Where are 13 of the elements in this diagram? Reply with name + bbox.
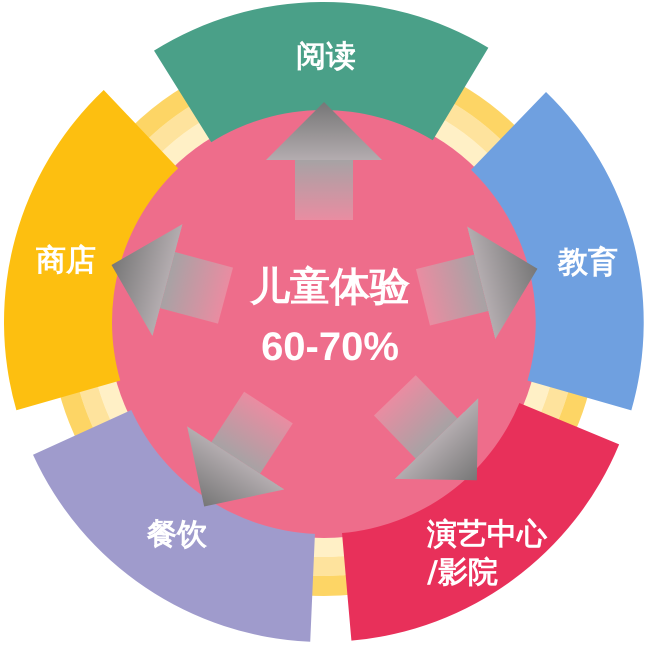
- arrow: [266, 102, 382, 220]
- sector-segment: [4, 90, 178, 410]
- sector-label: 餐饮: [146, 516, 207, 554]
- sector-segment: [32, 410, 315, 642]
- sector-label: 阅读: [296, 38, 356, 76]
- sector-segment: [154, 2, 489, 142]
- center-title: 儿童体验: [250, 265, 410, 309]
- sector-segment: [471, 92, 644, 410]
- sector-label: 教育: [558, 244, 618, 282]
- percentage-label: 60-70%: [261, 325, 399, 369]
- sector-segment: [342, 403, 620, 641]
- sector-label: 演艺中心/影院: [426, 516, 548, 592]
- sector-label: 商店: [36, 242, 96, 280]
